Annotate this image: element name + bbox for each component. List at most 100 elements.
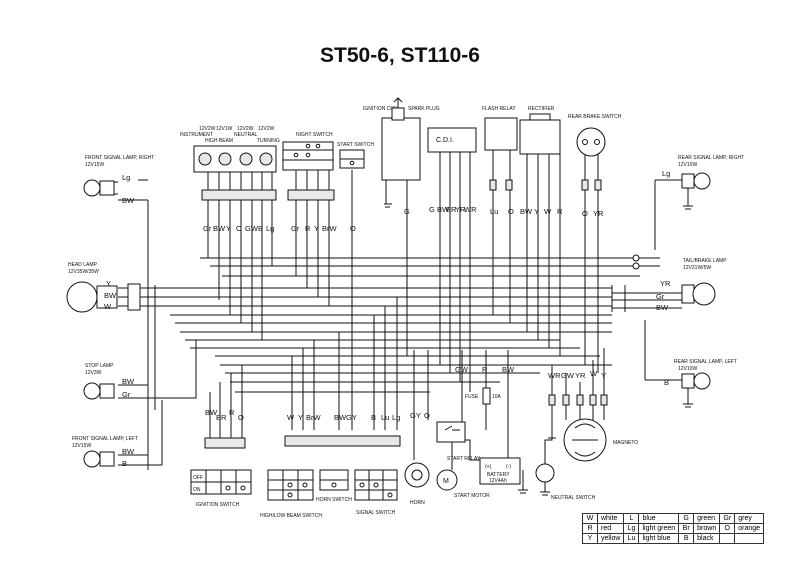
svg-text:REAR SIGNAL LAMP, RIGHT: REAR SIGNAL LAMP, RIGHT xyxy=(678,155,744,161)
svg-text:FRONT SIGNAL LAMP, RIGHT: FRONT SIGNAL LAMP, RIGHT xyxy=(85,155,154,161)
svg-text:WR: WR xyxy=(464,205,477,214)
svg-text:Lu: Lu xyxy=(381,413,389,422)
svg-text:O: O xyxy=(508,207,514,216)
svg-text:TAIL/BRAKE LAMP: TAIL/BRAKE LAMP xyxy=(683,258,727,264)
svg-text:12V2W: 12V2W xyxy=(199,126,216,132)
svg-text:10A: 10A xyxy=(492,394,502,400)
wire-harness xyxy=(118,150,682,490)
ignition-coil: IGNITION COIL SPARK PLUG G xyxy=(363,97,440,216)
svg-text:R: R xyxy=(557,207,563,216)
night-switch: NIGHT SWITCH Gr R Y BrW xyxy=(282,132,338,233)
svg-text:BW: BW xyxy=(213,224,226,233)
svg-text:O: O xyxy=(236,224,242,233)
svg-text:12V10W: 12V10W xyxy=(678,162,697,168)
svg-text:REAR BRAKE SWITCH: REAR BRAKE SWITCH xyxy=(568,114,622,120)
head-lamp: HEAD LAMP 12V35W/35W Y BW W xyxy=(66,262,141,313)
svg-text:INSTRUMENT: INSTRUMENT xyxy=(180,132,213,138)
svg-text:W: W xyxy=(104,302,112,311)
diagram-title: ST50-6, ST110-6 xyxy=(320,44,480,67)
svg-text:(-): (-) xyxy=(506,464,511,470)
svg-text:NEUTRAL SWITCH: NEUTRAL SWITCH xyxy=(551,495,596,501)
svg-text:BW: BW xyxy=(122,196,135,205)
svg-text:HORN: HORN xyxy=(410,500,425,506)
svg-text:Lg: Lg xyxy=(122,173,130,182)
svg-text:FLASH RELAY: FLASH RELAY xyxy=(482,106,516,112)
svg-text:O: O xyxy=(350,224,356,233)
svg-text:B: B xyxy=(122,459,127,468)
front-signal-lamp-right: FRONT SIGNAL LAMP, RIGHT 12V15W Lg BW xyxy=(83,155,154,205)
svg-text:BrW: BrW xyxy=(306,413,322,422)
svg-text:BW: BW xyxy=(122,447,135,456)
svg-text:12V3W: 12V3W xyxy=(85,370,102,376)
svg-text:BrW: BrW xyxy=(322,224,338,233)
svg-text:BW: BW xyxy=(656,303,669,312)
svg-text:(+): (+) xyxy=(485,464,492,470)
svg-text:YR: YR xyxy=(660,279,671,288)
svg-text:IGNITION SWITCH: IGNITION SWITCH xyxy=(196,502,240,508)
svg-text:12V1W: 12V1W xyxy=(216,126,233,132)
svg-text:BW: BW xyxy=(437,205,450,214)
svg-text:START SWITCH: START SWITCH xyxy=(337,142,374,148)
rear-brake-switch: REAR BRAKE SWITCH O YR xyxy=(568,114,622,218)
svg-text:12V10W: 12V10W xyxy=(678,366,697,372)
svg-text:GW: GW xyxy=(561,371,575,380)
svg-text:12V15W: 12V15W xyxy=(85,162,104,168)
svg-text:SPARK PLUG: SPARK PLUG xyxy=(408,106,440,112)
svg-text:Gr: Gr xyxy=(122,390,131,399)
svg-text:SIGNAL SWITCH: SIGNAL SWITCH xyxy=(356,510,396,516)
svg-text:BW: BW xyxy=(520,207,533,216)
svg-text:Y: Y xyxy=(298,413,303,422)
svg-text:FUSE: FUSE xyxy=(465,394,479,400)
tail-brake-lamp: TAIL/BRAKE LAMP 12V21W/5W YR Gr BW xyxy=(632,254,727,312)
neutral-switch: NEUTRAL SWITCH xyxy=(535,463,596,501)
svg-text:W: W xyxy=(287,413,295,422)
svg-text:12V21W/5W: 12V21W/5W xyxy=(683,265,711,271)
instrument-cluster: 12V2W 12V1W 12V2W 12V2W INSTRUMENT HIGH … xyxy=(180,126,280,233)
rear-signal-lamp-left: REAR SIGNAL LAMP, LEFT 12V10W B xyxy=(664,359,737,408)
svg-text:Y: Y xyxy=(534,207,539,216)
svg-text:BW: BW xyxy=(104,291,117,300)
start-system: GW R BW FUSE 10A START RELAY M START MOT… xyxy=(436,365,528,499)
svg-text:O: O xyxy=(238,413,244,422)
svg-text:IGNITION COIL: IGNITION COIL xyxy=(363,106,399,112)
svg-text:OFF: OFF xyxy=(193,475,203,481)
ignition-switch: BW BR R O OFF ON IGNITION SWITCH xyxy=(190,408,252,508)
svg-text:YR: YR xyxy=(455,205,466,214)
svg-text:Y: Y xyxy=(314,224,319,233)
svg-text:W: W xyxy=(544,207,552,216)
svg-text:Y: Y xyxy=(106,279,111,288)
rear-signal-lamp-right: REAR SIGNAL LAMP, RIGHT 12V10W Lg xyxy=(662,155,744,210)
svg-text:TURNING: TURNING xyxy=(257,138,280,144)
svg-text:G: G xyxy=(429,205,435,214)
svg-text:FRONT SIGNAL LAMP, LEFT: FRONT SIGNAL LAMP, LEFT xyxy=(72,436,138,442)
svg-text:ON: ON xyxy=(193,487,201,493)
svg-text:START MOTOR: START MOTOR xyxy=(454,493,490,499)
svg-text:START RELAY: START RELAY xyxy=(447,456,481,462)
svg-text:12V2W: 12V2W xyxy=(258,126,275,132)
svg-text:HEAD LAMP: HEAD LAMP xyxy=(68,262,98,268)
svg-text:HIGH BEAM: HIGH BEAM xyxy=(205,138,233,144)
svg-text:YR: YR xyxy=(575,371,586,380)
start-switch: START SWITCH O xyxy=(337,142,374,233)
svg-text:Gr: Gr xyxy=(291,224,300,233)
svg-text:GY: GY xyxy=(346,413,357,422)
svg-text:BW: BW xyxy=(334,413,347,422)
svg-text:Lg: Lg xyxy=(266,224,274,233)
svg-text:STOP LAMP: STOP LAMP xyxy=(85,363,114,369)
stop-lamp: STOP LAMP 12V3W BW Gr xyxy=(83,363,135,400)
svg-text:W: W xyxy=(590,369,598,378)
svg-text:R: R xyxy=(305,224,311,233)
svg-text:MAGNETO: MAGNETO xyxy=(613,440,638,446)
svg-text:12V2W: 12V2W xyxy=(237,126,254,132)
rectifier: RECTIFIER BW Y W R xyxy=(519,106,563,216)
svg-text:O: O xyxy=(424,411,430,420)
svg-text:NEUTRAL: NEUTRAL xyxy=(234,132,258,138)
svg-text:B: B xyxy=(371,413,376,422)
svg-text:BATTERY: BATTERY xyxy=(487,472,510,478)
svg-text:12V15W: 12V15W xyxy=(72,443,91,449)
flash-relay: FLASH RELAY Lu O xyxy=(482,106,518,216)
svg-text:BR: BR xyxy=(216,413,227,422)
svg-text:12V4Ah: 12V4Ah xyxy=(489,478,507,484)
horn: GY O HORN xyxy=(404,411,430,506)
